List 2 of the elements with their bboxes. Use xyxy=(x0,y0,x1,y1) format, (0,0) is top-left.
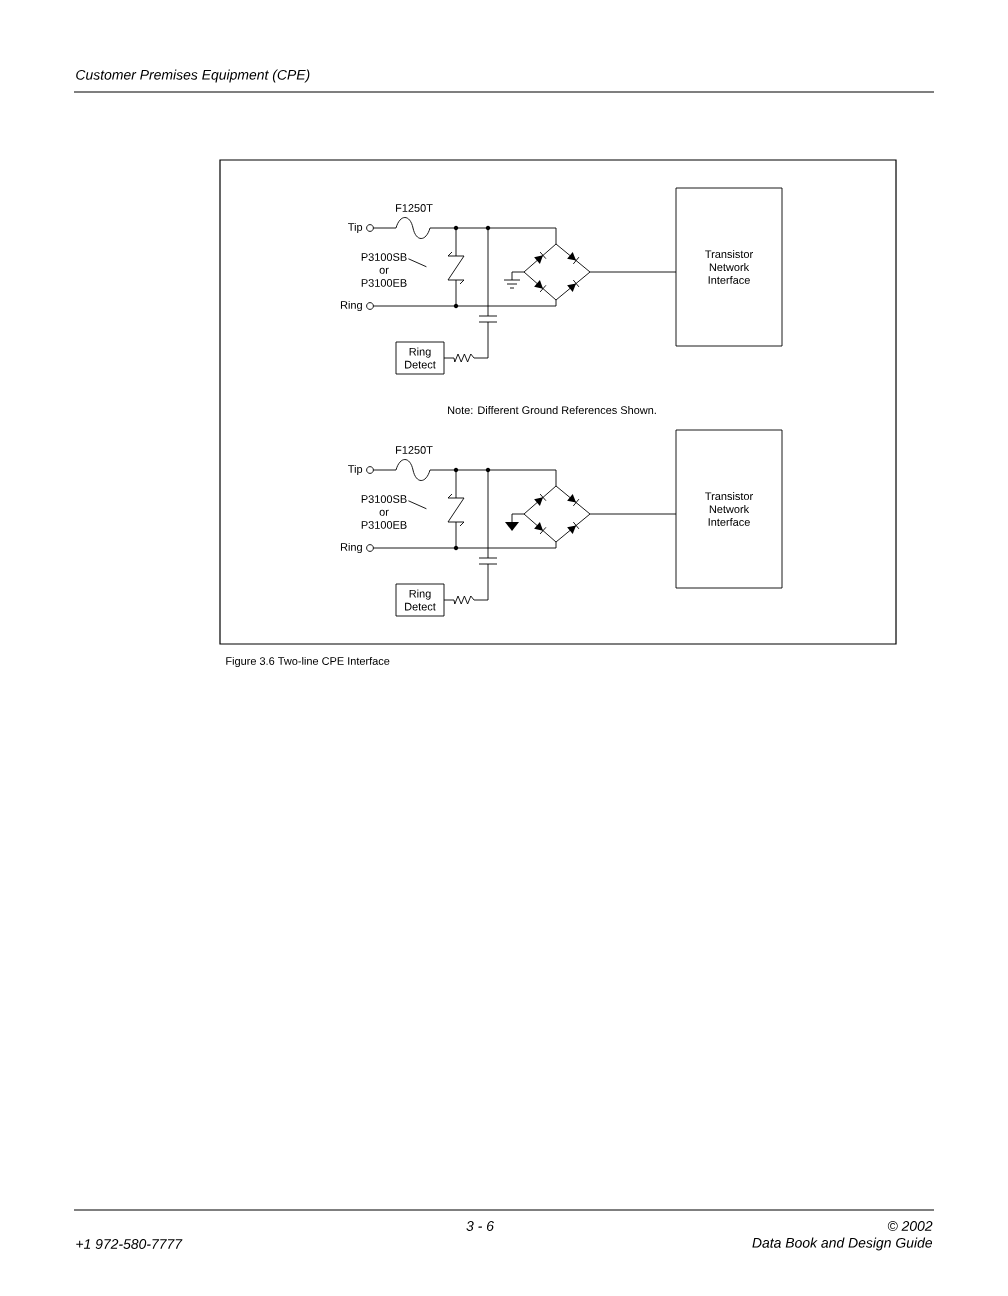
leader-line xyxy=(407,258,427,268)
leader-line xyxy=(407,500,427,510)
